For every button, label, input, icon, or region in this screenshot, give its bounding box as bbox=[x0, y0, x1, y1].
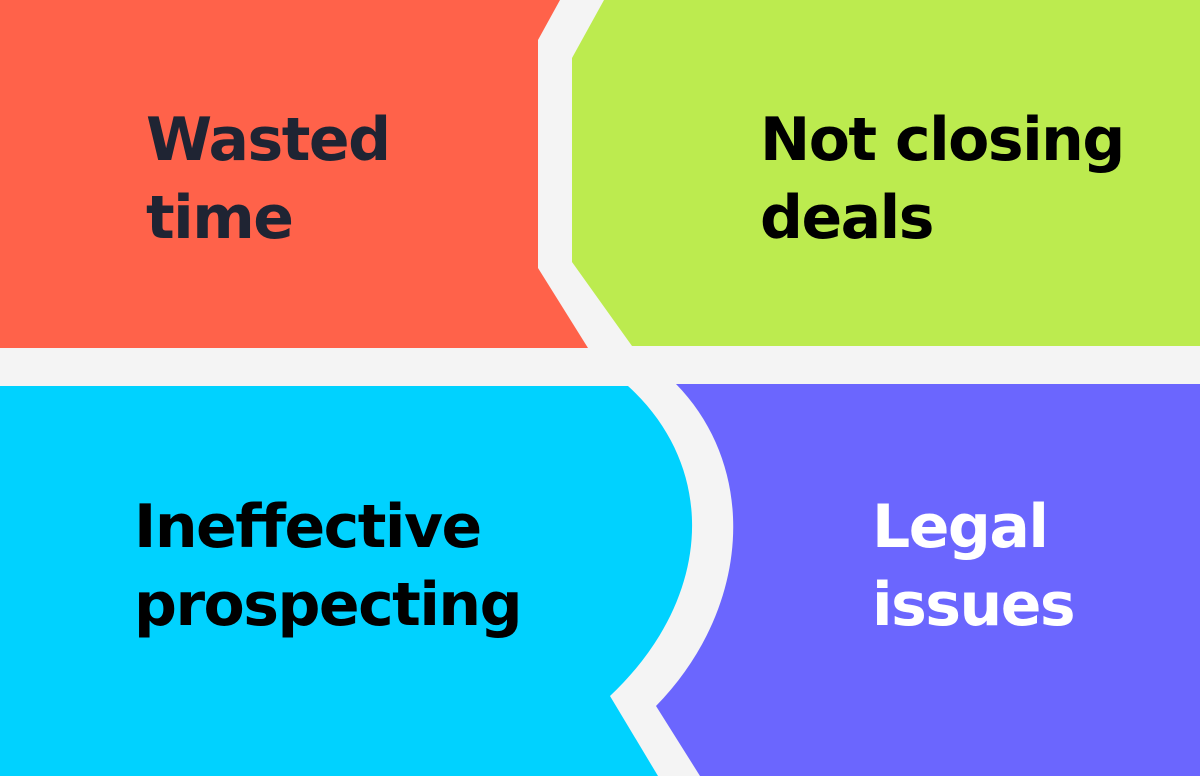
ineffective-prospecting-line-2: prospecting bbox=[134, 570, 523, 640]
ineffective-prospecting-label: Ineffective prospecting bbox=[134, 488, 523, 644]
wasted-time-tile bbox=[0, 0, 588, 348]
legal-issues-line-1: Legal bbox=[872, 492, 1049, 562]
wasted-time-line-2: time bbox=[146, 183, 294, 253]
not-closing-deals-line-1: Not closing bbox=[760, 105, 1125, 175]
wasted-time-label: Wasted time bbox=[146, 101, 391, 257]
not-closing-deals-line-2: deals bbox=[760, 183, 934, 253]
legal-issues-line-2: issues bbox=[872, 570, 1076, 640]
ineffective-prospecting-tile bbox=[0, 386, 693, 776]
not-closing-deals-tile bbox=[572, 0, 1200, 346]
wasted-time-line-1: Wasted bbox=[146, 105, 391, 175]
legal-issues-tile bbox=[656, 384, 1200, 776]
ineffective-prospecting-line-1: Ineffective bbox=[134, 492, 482, 562]
not-closing-deals-label: Not closing deals bbox=[760, 101, 1125, 257]
legal-issues-label: Legal issues bbox=[872, 488, 1076, 644]
